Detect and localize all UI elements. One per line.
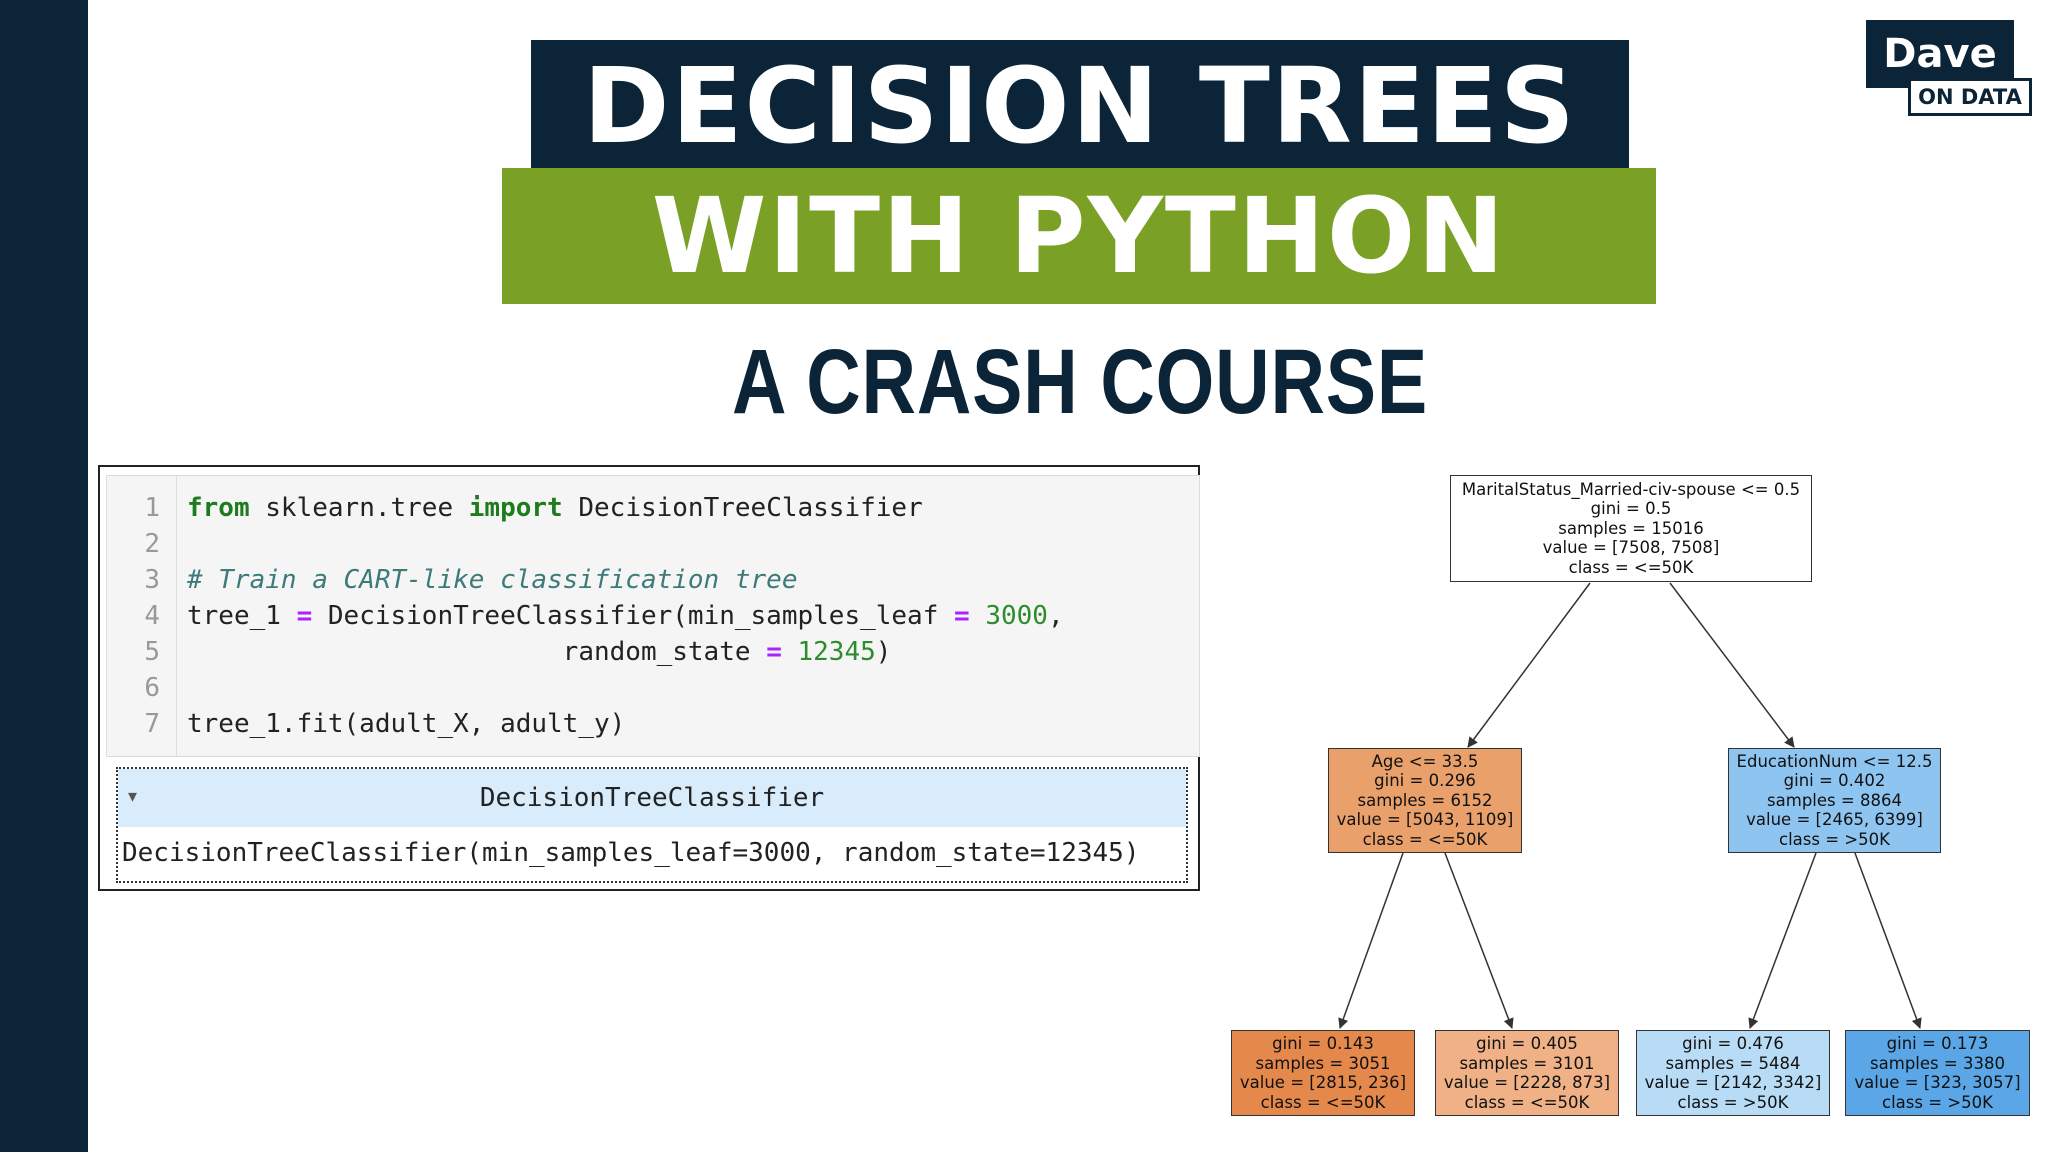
logo-name: Dave bbox=[1866, 20, 2014, 88]
line-number: 5 bbox=[144, 637, 160, 667]
node-line: class = <=50K bbox=[1568, 557, 1694, 577]
node-line: samples = 8864 bbox=[1767, 790, 1902, 810]
title-banner-top: DECISION TREES bbox=[531, 40, 1629, 172]
node-line: gini = 0.402 bbox=[1783, 771, 1886, 791]
tree-leaf-lr: gini = 0.405 samples = 3101 value = [222… bbox=[1435, 1030, 1619, 1116]
node-line: gini = 0.5 bbox=[1590, 499, 1672, 519]
tree-edge bbox=[1748, 852, 1817, 1029]
tree-edge bbox=[1669, 582, 1795, 748]
line-number: 4 bbox=[144, 601, 160, 631]
node-line: class = >50K bbox=[1677, 1092, 1789, 1112]
line-number: 3 bbox=[144, 565, 160, 595]
node-line: class = <=50K bbox=[1260, 1092, 1386, 1112]
line-number-gutter: 1 2 3 4 5 6 7 bbox=[107, 476, 177, 756]
collapse-toggle-icon[interactable]: ▾ bbox=[128, 786, 138, 807]
output-repr: DecisionTreeClassifier(min_samples_leaf=… bbox=[122, 838, 1140, 868]
node-line: gini = 0.173 bbox=[1886, 1034, 1989, 1053]
line-number: 6 bbox=[144, 673, 160, 703]
tree-edge bbox=[1854, 852, 1922, 1029]
node-line: MaritalStatus_Married-civ-spouse <= 0.5 bbox=[1461, 479, 1801, 499]
node-line: EducationNum <= 12.5 bbox=[1736, 751, 1933, 771]
code-line-1: from sklearn.tree import DecisionTreeCla… bbox=[187, 490, 923, 526]
code-token: tree_1 bbox=[187, 601, 297, 631]
number-literal: 3000 bbox=[985, 601, 1048, 631]
code-line-7: tree_1.fit(adult_X, adult_y) bbox=[187, 709, 626, 739]
node-line: samples = 15016 bbox=[1558, 518, 1704, 538]
node-line: class = <=50K bbox=[1362, 829, 1488, 849]
keyword-from: from bbox=[187, 493, 250, 523]
code-comment: # Train a CART-like classification tree bbox=[187, 565, 798, 595]
node-line: value = [7508, 7508] bbox=[1542, 538, 1720, 558]
node-line: value = [2465, 6399] bbox=[1746, 810, 1923, 830]
output-header[interactable]: ▾ DecisionTreeClassifier bbox=[118, 769, 1186, 827]
node-line: class = >50K bbox=[1779, 829, 1890, 849]
node-line: gini = 0.476 bbox=[1682, 1034, 1784, 1053]
subtitle: A CRASH COURSE bbox=[731, 331, 1429, 433]
module-name: sklearn.tree bbox=[249, 493, 469, 523]
line-number: 2 bbox=[144, 529, 160, 559]
output-title: DecisionTreeClassifier bbox=[479, 783, 825, 813]
node-line: gini = 0.405 bbox=[1476, 1034, 1578, 1053]
tree-node-root: MaritalStatus_Married-civ-spouse <= 0.5 … bbox=[1450, 475, 1812, 582]
tree-edges bbox=[1338, 582, 1922, 1029]
dave-on-data-logo: Dave ON DATA bbox=[1866, 20, 2034, 116]
title-banner-bottom: WITH PYTHON bbox=[502, 168, 1656, 304]
logo-tagline: ON DATA bbox=[1908, 78, 2032, 116]
title-line-1: DECISION TREES bbox=[583, 45, 1577, 167]
operator: = bbox=[954, 601, 970, 631]
code-line-5: random_state = 12345) bbox=[187, 634, 892, 670]
code-token: DecisionTreeClassifier(min_samples_leaf bbox=[312, 601, 955, 631]
node-line: value = [5043, 1109] bbox=[1336, 810, 1514, 830]
node-line: gini = 0.143 bbox=[1272, 1034, 1374, 1053]
node-line: samples = 3101 bbox=[1459, 1053, 1595, 1073]
node-line: samples = 5484 bbox=[1665, 1053, 1801, 1073]
node-line: samples = 6152 bbox=[1357, 790, 1493, 810]
tree-edge bbox=[1444, 852, 1514, 1029]
title-line-2: WITH PYTHON bbox=[651, 175, 1507, 297]
tree-leaf-rl: gini = 0.476 samples = 5484 value = [214… bbox=[1636, 1030, 1830, 1116]
tree-leaf-ll: gini = 0.143 samples = 3051 value = [281… bbox=[1231, 1030, 1415, 1116]
node-line: Age <= 33.5 bbox=[1371, 751, 1479, 771]
decision-tree-diagram: MaritalStatus_Married-civ-spouse <= 0.5 … bbox=[1220, 465, 2040, 1125]
left-accent-bar bbox=[0, 0, 88, 1152]
tree-node-right: EducationNum <= 12.5 gini = 0.402 sample… bbox=[1728, 748, 1941, 853]
code-token: random_state bbox=[187, 637, 767, 667]
code-token: , bbox=[1047, 601, 1064, 631]
node-line: gini = 0.296 bbox=[1374, 771, 1476, 791]
number-literal: 12345 bbox=[797, 637, 876, 667]
code-token bbox=[782, 637, 798, 667]
operator: = bbox=[296, 601, 313, 631]
class-name: DecisionTreeClassifier bbox=[562, 493, 923, 523]
keyword-import: import bbox=[468, 493, 563, 523]
node-line: samples = 3051 bbox=[1255, 1053, 1391, 1073]
tree-node-left: Age <= 33.5 gini = 0.296 samples = 6152 … bbox=[1328, 748, 1522, 853]
operator: = bbox=[766, 637, 782, 667]
tree-edge bbox=[1467, 582, 1591, 748]
node-line: value = [2228, 873] bbox=[1443, 1073, 1611, 1092]
node-line: value = [323, 3057] bbox=[1854, 1073, 2021, 1092]
node-line: class = >50K bbox=[1882, 1092, 1993, 1112]
code-line-4: tree_1 = DecisionTreeClassifier(min_samp… bbox=[187, 598, 1064, 634]
line-number: 1 bbox=[144, 493, 160, 523]
node-line: value = [2142, 3342] bbox=[1644, 1073, 1822, 1092]
tree-leaf-rr: gini = 0.173 samples = 3380 value = [323… bbox=[1845, 1030, 2030, 1116]
node-line: value = [2815, 236] bbox=[1239, 1073, 1407, 1092]
code-token: ) bbox=[875, 637, 892, 667]
line-number: 7 bbox=[144, 709, 160, 739]
notebook-cell: 1 2 3 4 5 6 7 from sklearn.tree import D… bbox=[98, 465, 1200, 891]
code-token bbox=[970, 601, 986, 631]
cell-output: ▾ DecisionTreeClassifier DecisionTreeCla… bbox=[116, 767, 1188, 883]
node-line: samples = 3380 bbox=[1870, 1053, 2005, 1073]
node-line: class = <=50K bbox=[1464, 1092, 1590, 1112]
tree-edge bbox=[1338, 852, 1404, 1029]
code-editor[interactable]: 1 2 3 4 5 6 7 from sklearn.tree import D… bbox=[106, 475, 1200, 757]
